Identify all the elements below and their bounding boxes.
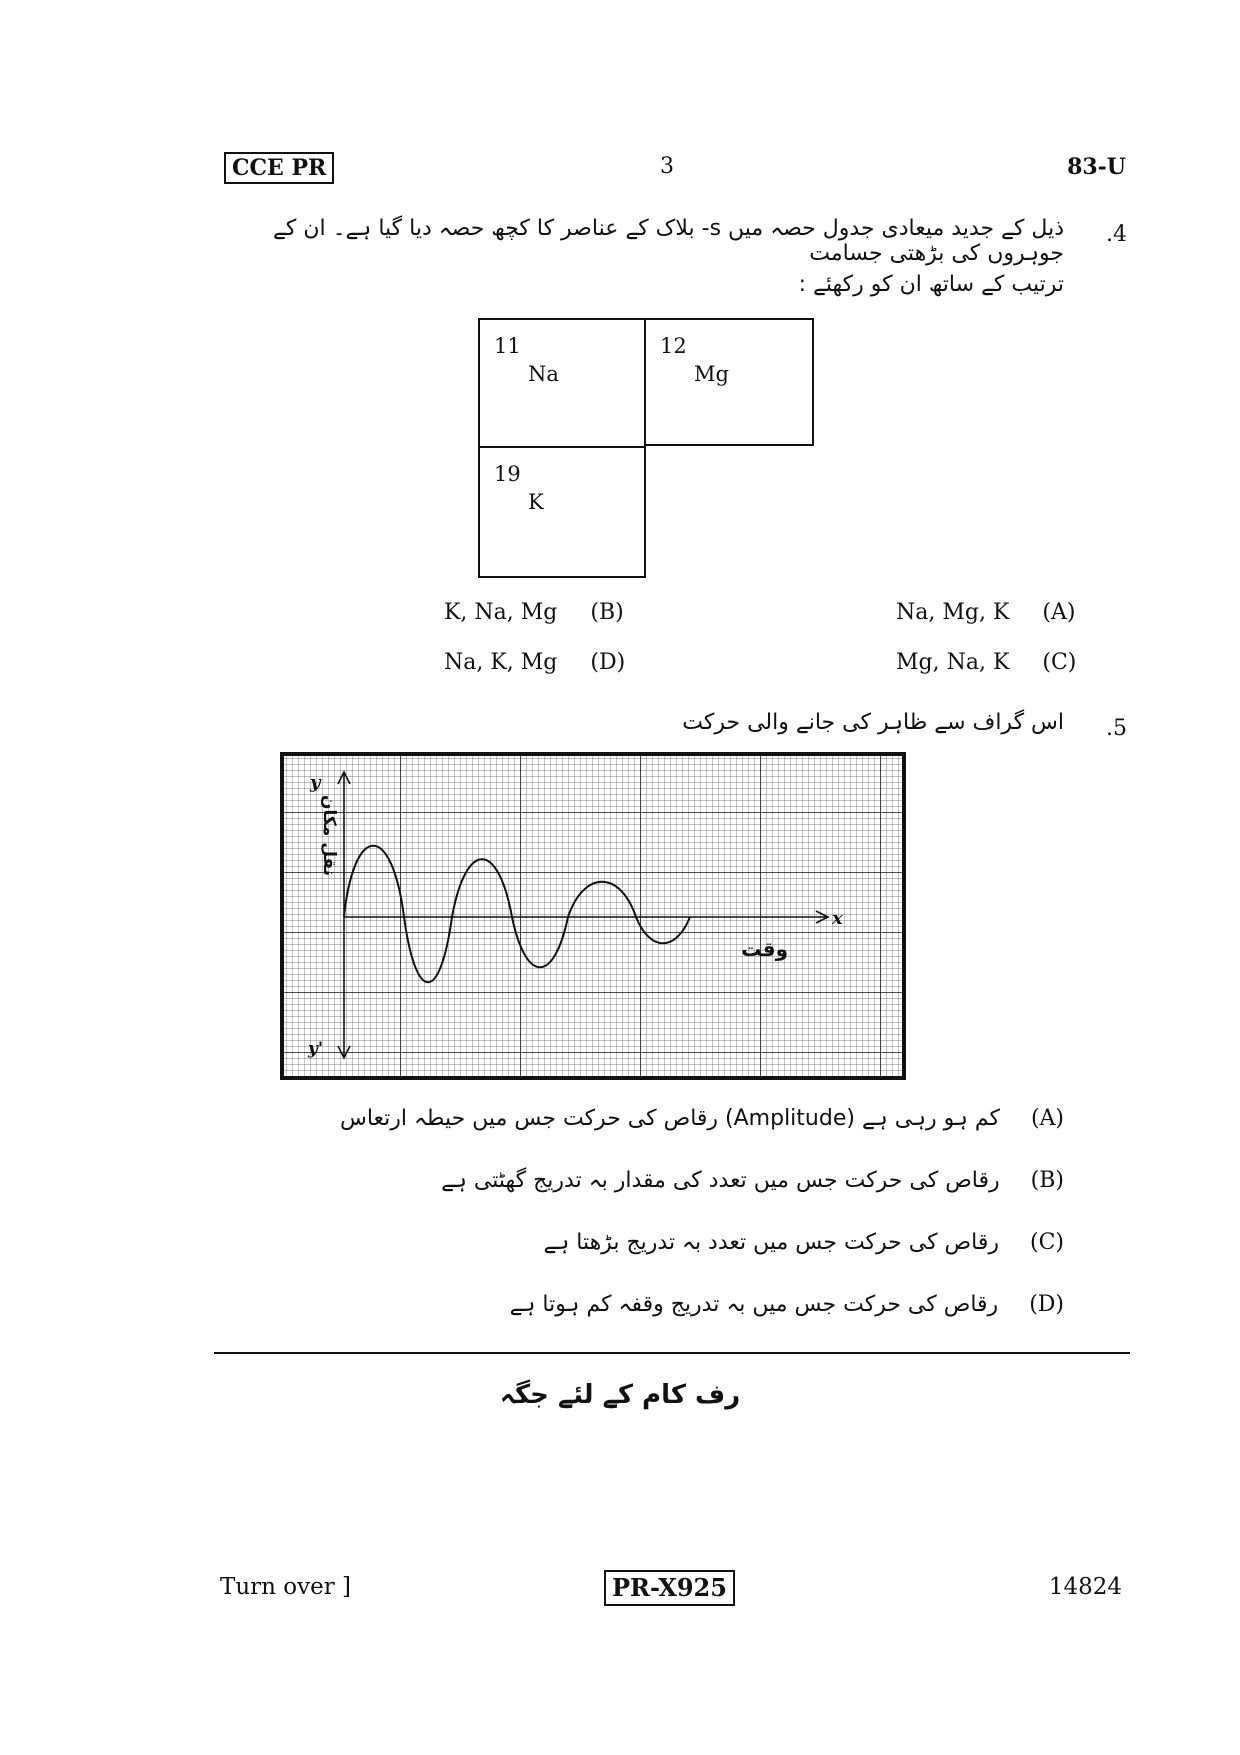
paper-code: 83-U: [1067, 154, 1126, 180]
q5-option-a: رقاص کی حرکت جس میں حیطہ ارتعاس (Amplitu…: [340, 1106, 1064, 1131]
element-cell-k: 19 K: [478, 446, 646, 578]
question-5-text: اس گراف سے ظاہر کی جانے والی حرکت: [682, 710, 1064, 735]
option-text: رقاص کی حرکت جس میں تعدد کی مقدار بہ تدر…: [441, 1168, 1000, 1193]
x-label: x: [831, 908, 843, 929]
atomic-number: 12: [660, 334, 687, 358]
atomic-number: 11: [494, 334, 521, 358]
question-4-text-line1: ذیل کے جدید میعادی جدول حصہ میں s- بلاک …: [273, 216, 1064, 266]
option-text: رقاص کی حرکت جس میں تعدد بہ تدریج بڑھتا …: [543, 1230, 999, 1255]
x-axis-title: وقت: [741, 937, 788, 961]
question-4-number: .4: [1106, 222, 1127, 247]
section-divider: [214, 1352, 1130, 1354]
q4-option-a: Na, Mg, K (A): [896, 600, 1075, 625]
option-letter: (A): [1042, 600, 1076, 625]
question-4-text-line2: ترتیب کے ساتھ ان کو رکھئے :: [798, 272, 1064, 297]
question-5-number: .5: [1106, 716, 1127, 741]
option-text: رقاص کی حرکت جس میں حیطہ ارتعاس (Amplitu…: [339, 1106, 1000, 1131]
option-letter: (C): [1042, 650, 1077, 675]
q5-option-c: رقاص کی حرکت جس میں تعدد بہ تدریج بڑھتا …: [543, 1230, 1064, 1255]
q4-option-c: Mg, Na, K (C): [896, 650, 1076, 675]
page-number: 3: [660, 154, 674, 179]
y-axis-arrow-up: [337, 770, 351, 785]
element-symbol: Mg: [694, 362, 729, 386]
element-symbol: Na: [528, 362, 559, 386]
rough-work-heading: رف کام کے لئے جگہ: [499, 1380, 741, 1410]
element-cell-mg: 12 Mg: [644, 318, 814, 446]
x-axis-arrow: [815, 910, 830, 924]
option-letter: (D): [590, 650, 626, 675]
option-text: K, Na, Mg: [444, 600, 558, 625]
y-label: y: [309, 772, 322, 793]
q4-option-b: K, Na, Mg (B): [444, 600, 624, 625]
graph-grid: [282, 754, 904, 1078]
option-text: Na, Mg, K: [896, 600, 1010, 625]
header-code: CCE PR: [232, 155, 327, 181]
option-text: رقاص کی حرکت جس میں بہ تدریج وقفہ کم ہوت…: [509, 1292, 999, 1317]
element-symbol: K: [528, 490, 544, 514]
y-neg-label: y': [307, 1039, 323, 1059]
element-cell-na: 11 Na: [478, 318, 646, 448]
turn-over-text: Turn over ]: [220, 1574, 352, 1600]
option-letter: (A): [1030, 1106, 1064, 1131]
damped-wave-curve: [343, 844, 691, 983]
option-text: Mg, Na, K: [896, 650, 1010, 675]
y-axis-title: نقل مکان: [319, 795, 339, 876]
oscillation-graph: y y' x وقت نقل مکان: [280, 752, 906, 1080]
footer-number: 14824: [1048, 1574, 1122, 1600]
graph-border: [280, 752, 906, 1080]
q5-option-b: رقاص کی حرکت جس میں تعدد کی مقدار بہ تدر…: [441, 1168, 1064, 1193]
atomic-number: 19: [494, 462, 521, 486]
header-code-box: CCE PR: [224, 152, 335, 184]
option-text: Na, K, Mg: [444, 650, 558, 675]
q4-option-d: Na, K, Mg (D): [444, 650, 625, 675]
q5-option-d: رقاص کی حرکت جس میں بہ تدریج وقفہ کم ہوت…: [510, 1292, 1064, 1317]
option-letter: (B): [590, 600, 624, 625]
footer-code: PR-X925: [612, 1573, 727, 1602]
y-axis-arrow-down: [337, 1045, 351, 1060]
footer-code-box: PR-X925: [604, 1570, 735, 1606]
option-letter: (B): [1030, 1168, 1064, 1193]
option-letter: (D): [1029, 1292, 1064, 1317]
option-letter: (C): [1030, 1230, 1064, 1255]
